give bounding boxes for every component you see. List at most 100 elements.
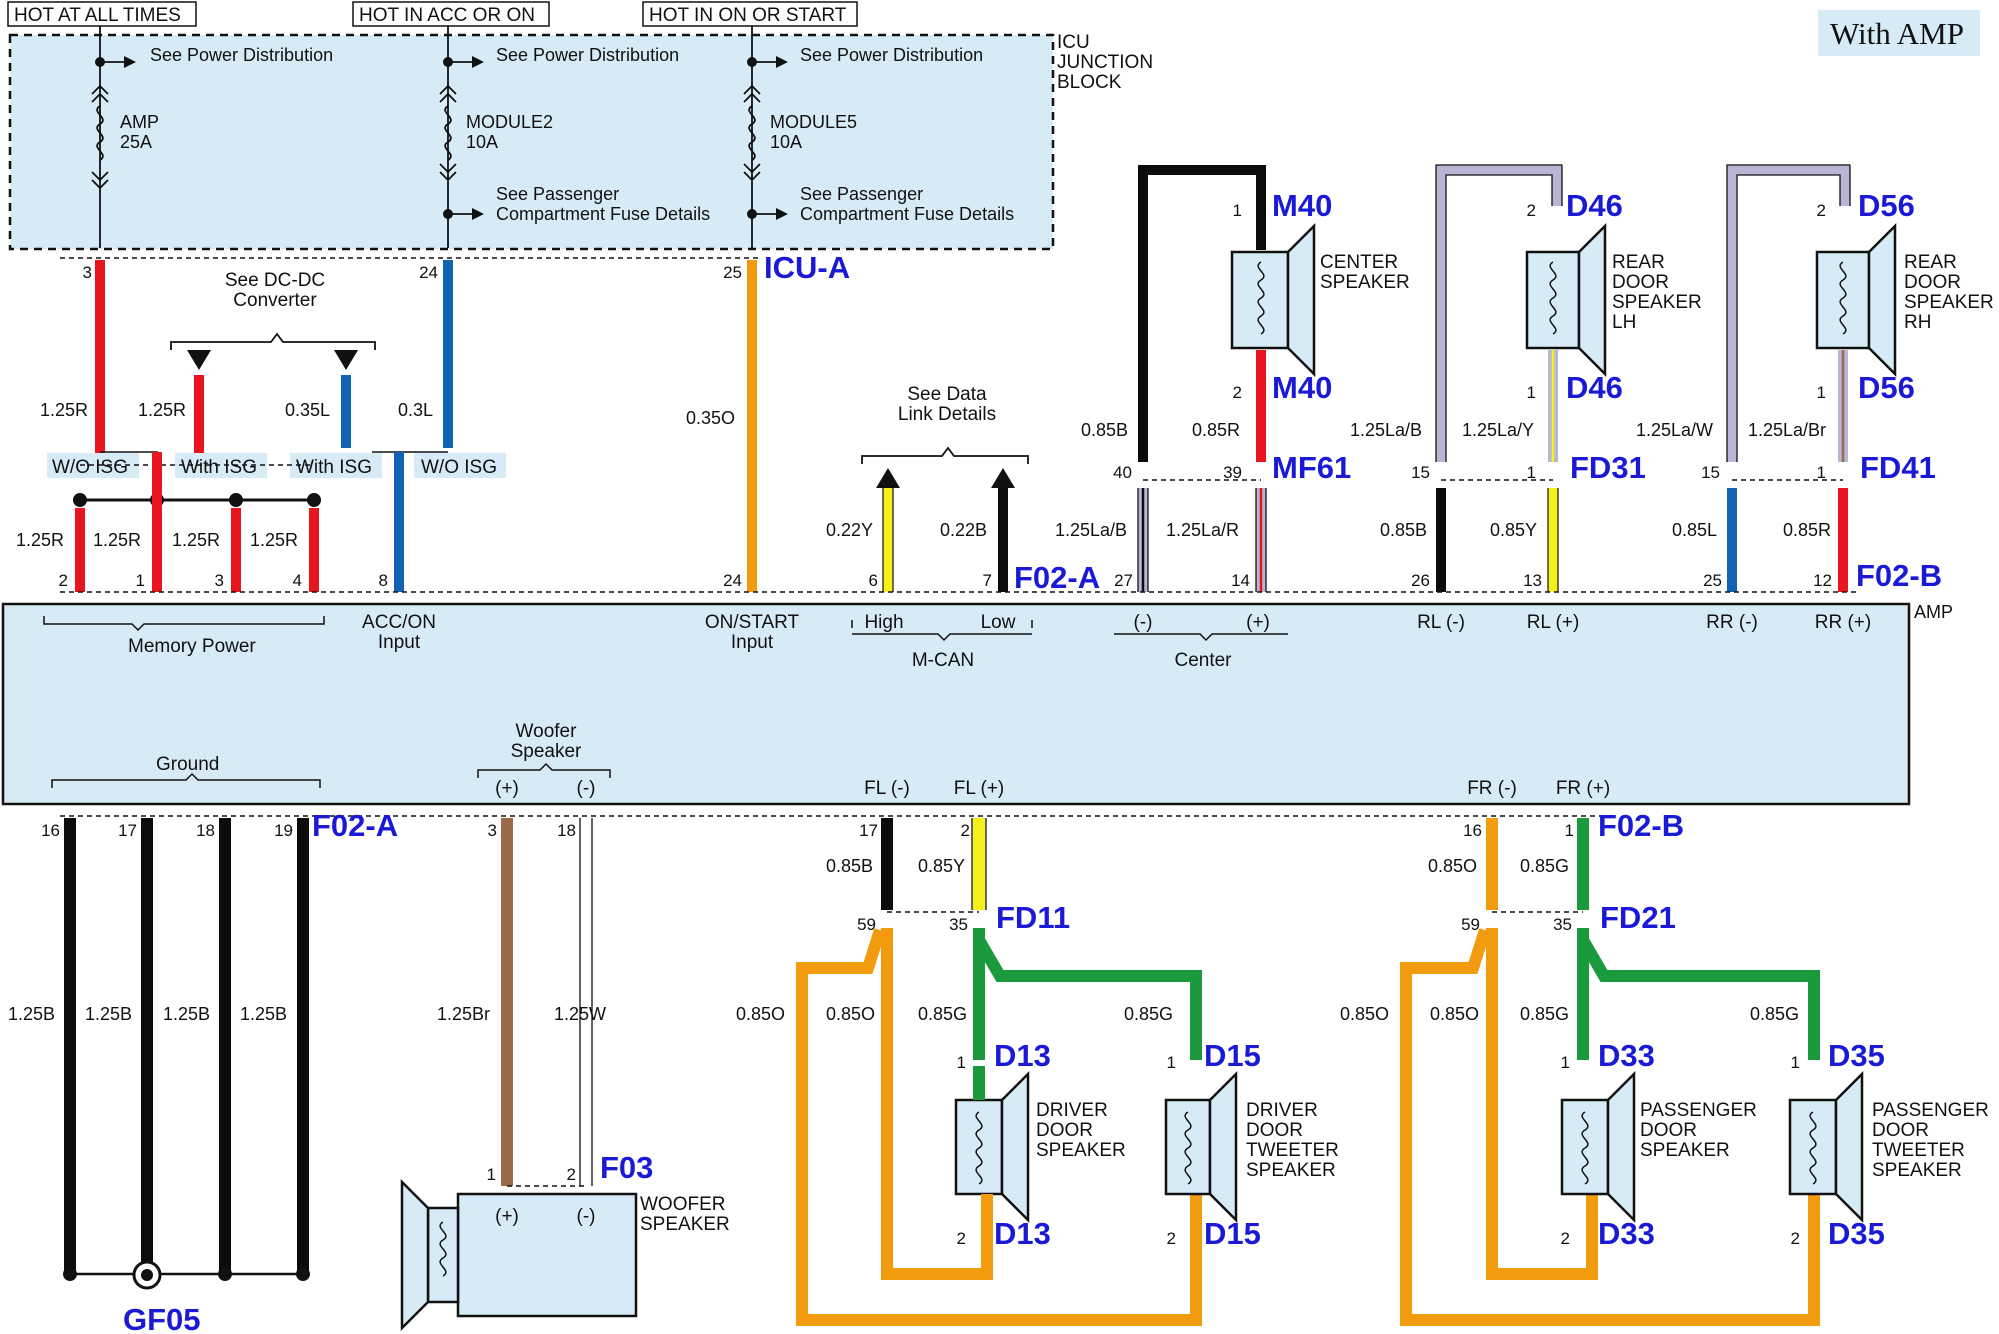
pin-mf61-40: 40 bbox=[1113, 463, 1132, 482]
fuse-amp-see: See Power Distribution bbox=[150, 45, 333, 65]
wire-label-isg2: 0.35L bbox=[285, 400, 330, 420]
pin-fd21-35: 35 bbox=[1553, 915, 1572, 934]
wire-label-rr-minus: 0.85L bbox=[1672, 520, 1717, 540]
wire-label-woof-m: 1.25W bbox=[554, 1004, 606, 1024]
center-speaker-label-2: SPEAKER bbox=[1320, 272, 1410, 293]
wire-label-isg1: 1.25R bbox=[138, 400, 186, 420]
data-link-bracket bbox=[861, 446, 1029, 464]
amp-group-fl-plus: FL (+) bbox=[954, 778, 1005, 799]
drv-tweeter-body bbox=[1164, 1098, 1212, 1196]
pin-amp-top-7: 7 bbox=[983, 571, 992, 590]
center-speaker-body bbox=[1230, 250, 1290, 350]
wire-label-can-h: 0.22Y bbox=[826, 520, 873, 540]
wire-label-m40-r: 0.85R bbox=[1192, 420, 1240, 440]
pin-icu-24: 24 bbox=[419, 263, 438, 282]
amp-group-center-minus: (-) bbox=[1134, 612, 1153, 633]
fuse-module2-detail-1: See Passenger bbox=[496, 184, 619, 204]
amp-group-on-start: ON/START bbox=[705, 612, 800, 633]
amp-group-rr-plus: RR (+) bbox=[1815, 612, 1871, 633]
pin-amp-bot-16b: 16 bbox=[1463, 821, 1482, 840]
rear-rh-label-1: REAR bbox=[1904, 252, 1957, 273]
amp-group-center: Center bbox=[1174, 650, 1232, 671]
hot-label-start: HOT IN ON OR START bbox=[649, 5, 847, 26]
connector-f02a-bottom: F02-A bbox=[312, 808, 398, 843]
pin-amp-top-14: 14 bbox=[1231, 571, 1250, 590]
connector-f02a-top: F02-A bbox=[1014, 560, 1100, 595]
wire-label-d46-a: 1.25La/B bbox=[1350, 420, 1422, 440]
drv-tweet-label-1: DRIVER bbox=[1246, 1100, 1318, 1121]
pin-amp-bot-2: 2 bbox=[961, 821, 970, 840]
note-data-link-1: See Data bbox=[907, 384, 987, 405]
rear-rh-label-4: RH bbox=[1904, 312, 1931, 333]
pin-fd31-1: 1 bbox=[1527, 463, 1536, 482]
pin-amp-bot-17b: 17 bbox=[859, 821, 878, 840]
wire-label-fr-lo-2: 0.85O bbox=[1430, 1004, 1479, 1024]
note-dcdc-1: See DC-DC bbox=[225, 270, 325, 291]
pin-amp-bot-18: 18 bbox=[196, 821, 215, 840]
pin-f03-1: 1 bbox=[487, 1165, 496, 1184]
wire-label-fr-minus: 0.85O bbox=[1428, 856, 1477, 876]
wire-label-gnd-3: 1.25B bbox=[163, 1004, 210, 1024]
fuse-module5-name: MODULE5 bbox=[770, 112, 857, 132]
wire-rl-lavender bbox=[1436, 165, 1562, 462]
pas-tweet-label-1: PASSENGER bbox=[1872, 1100, 1989, 1121]
wire-label-gnd-2: 1.25B bbox=[85, 1004, 132, 1024]
wire-label-fr-lo-1: 0.85O bbox=[1340, 1004, 1389, 1024]
pin-amp-top-2: 2 bbox=[59, 571, 68, 590]
pin-fd31-15: 15 bbox=[1411, 463, 1430, 482]
amp-group-high: High bbox=[864, 612, 903, 633]
connector-f02b-top: F02-B bbox=[1856, 558, 1942, 593]
wire-rr-lavender bbox=[1727, 165, 1850, 462]
connector-fd31: FD31 bbox=[1570, 450, 1646, 485]
fuse-module5-rating: 10A bbox=[770, 132, 802, 152]
wire-label-d56-b: 1.25La/Br bbox=[1748, 420, 1826, 440]
connector-m40-top: M40 bbox=[1272, 188, 1332, 223]
wire-label-gnd-4: 1.25B bbox=[240, 1004, 287, 1024]
connector-f03: F03 bbox=[600, 1150, 653, 1185]
wire-fr-green bbox=[1577, 928, 1820, 1060]
pin-f03-2: 2 bbox=[567, 1165, 576, 1184]
pas-door-label-3: SPEAKER bbox=[1640, 1140, 1730, 1161]
amp-group-rl-plus: RL (+) bbox=[1527, 612, 1580, 633]
pas-tweet-label-4: SPEAKER bbox=[1872, 1160, 1962, 1181]
connector-mf61: MF61 bbox=[1272, 450, 1351, 485]
pas-door-label-2: DOOR bbox=[1640, 1120, 1697, 1141]
pin-amp-bot-17: 17 bbox=[118, 821, 137, 840]
pin-d56-1: 1 bbox=[1817, 383, 1826, 402]
pin-fd41-15: 15 bbox=[1701, 463, 1720, 482]
pas-door-speaker-body bbox=[1560, 1098, 1610, 1196]
junction-block-label-2: JUNCTION bbox=[1057, 52, 1153, 73]
pin-amp-top-27: 27 bbox=[1114, 571, 1133, 590]
amp-body bbox=[1, 602, 1911, 806]
rear-lh-label-4: LH bbox=[1612, 312, 1636, 333]
pin-m40-1: 1 bbox=[1233, 201, 1242, 220]
woofer-label-1: WOOFER bbox=[640, 1194, 726, 1215]
pin-amp-top-13: 13 bbox=[1523, 571, 1542, 590]
pin-fd21-59: 59 bbox=[1461, 915, 1480, 934]
wire-label-d56-a: 1.25La/W bbox=[1636, 420, 1713, 440]
wire-label-24: 0.3L bbox=[398, 400, 433, 420]
wire-label-fl-plus: 0.85Y bbox=[918, 856, 965, 876]
drv-tweet-label-4: SPEAKER bbox=[1246, 1160, 1336, 1181]
badge-box bbox=[1818, 10, 1980, 56]
fuse-module2-detail-2: Compartment Fuse Details bbox=[496, 204, 710, 224]
hot-labels: HOT AT ALL TIMES HOT IN ACC OR ON HOT IN… bbox=[7, 1, 858, 27]
drv-tweet-label-3: TWEETER bbox=[1246, 1140, 1339, 1161]
amp-group-rr-minus: RR (-) bbox=[1706, 612, 1758, 633]
pin-amp-bot-1: 1 bbox=[1565, 821, 1574, 840]
pas-tweet-label-2: DOOR bbox=[1872, 1120, 1929, 1141]
wire-label-fl-lo-2: 0.85O bbox=[826, 1004, 875, 1024]
junction-block-label-1: ICU bbox=[1057, 32, 1090, 53]
rear-lh-label-1: REAR bbox=[1612, 252, 1665, 273]
wire-label-fl-lo-1: 0.85O bbox=[736, 1004, 785, 1024]
icu-junction-block bbox=[8, 33, 1055, 251]
pin-fd11-59: 59 bbox=[857, 915, 876, 934]
amp-group-woofer-minus: (-) bbox=[577, 778, 596, 799]
pin-d15-1: 1 bbox=[1167, 1053, 1176, 1072]
drv-door-label-3: SPEAKER bbox=[1036, 1140, 1126, 1161]
pin-d33-2: 2 bbox=[1561, 1229, 1570, 1248]
pin-amp-top-6: 6 bbox=[869, 571, 878, 590]
pin-icu-25: 25 bbox=[723, 263, 742, 282]
wire-label-fr-lo-3: 0.85G bbox=[1520, 1004, 1569, 1024]
isg-label-wo-2: W/O ISG bbox=[421, 457, 497, 478]
